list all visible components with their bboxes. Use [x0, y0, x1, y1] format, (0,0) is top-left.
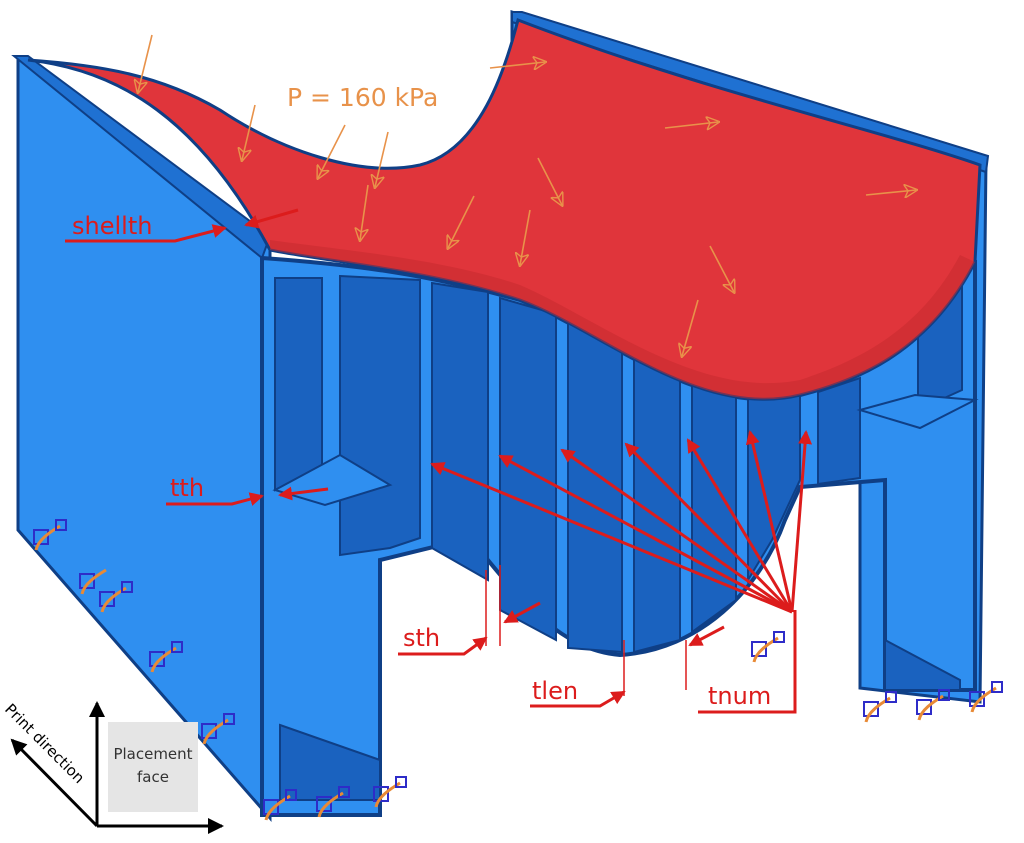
pressure-label: P = 160 kPa [287, 83, 438, 112]
print-direction-arrow [10, 738, 99, 828]
bc-symbol [79, 568, 107, 595]
shellth-label: shellth [72, 212, 152, 240]
bc-symbol [149, 641, 183, 673]
right-stiffener [856, 393, 979, 430]
tnum-label: tnum [708, 682, 771, 710]
annotations [65, 208, 813, 714]
bc-symbol [263, 789, 297, 821]
shellth-leader [65, 224, 227, 243]
bc-symbol [373, 776, 407, 808]
sth-leader [398, 636, 488, 656]
sth-arrow-2 [503, 601, 541, 624]
tth-label: tth [170, 474, 204, 502]
structure [11, 9, 990, 822]
bc-symbol [33, 519, 67, 551]
bottom-floor-right [884, 638, 961, 691]
bc-symbol [751, 631, 785, 663]
tth-leader [166, 492, 264, 506]
boundary-conditions [33, 519, 1003, 821]
bc-symbol [863, 691, 897, 723]
bc-symbol [99, 581, 133, 613]
tlen-leader [530, 690, 626, 708]
tnum-leader [698, 610, 797, 714]
shellth-arrow-2 [244, 208, 299, 229]
bc-symbol [916, 689, 950, 721]
tlen-arrow-2 [688, 625, 725, 647]
placement-face-line2: face [137, 768, 169, 786]
bc-symbol [316, 786, 350, 818]
shell-shading [270, 240, 975, 400]
pressure-load-arrows [138, 34, 916, 356]
labels: P = 160 kPa shellth tth sth tlen tnum [72, 83, 771, 710]
bc-symbol [969, 681, 1003, 713]
tlen-label: tlen [532, 677, 578, 705]
tnum-fan-arrows [430, 430, 813, 614]
rib-cells [274, 274, 963, 654]
sth-label: sth [403, 624, 440, 652]
placement-face-box [108, 722, 198, 812]
placement-face-line1: Placement [113, 745, 192, 763]
bc-symbol [201, 713, 235, 745]
tth-arrow-2 [278, 486, 329, 501]
